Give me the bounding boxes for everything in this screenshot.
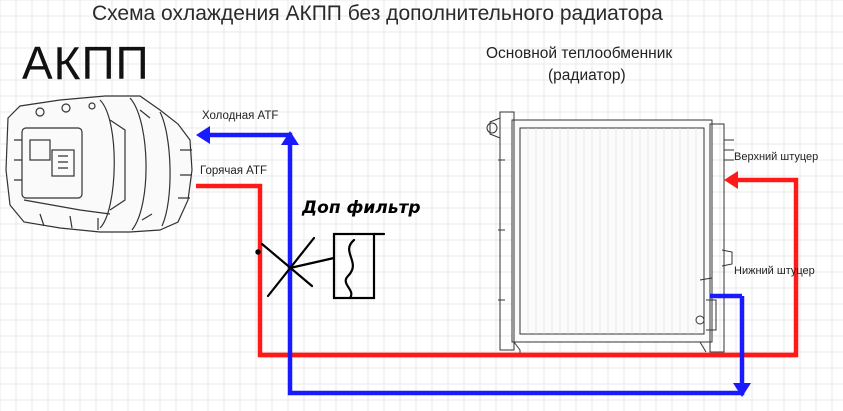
cold-atf-label: Холодная ATF [202, 110, 279, 122]
diagram-title: Схема охлаждения АКПП без дополнительног… [92, 2, 663, 25]
upper-fitting-label: Верхний штуцер [734, 151, 819, 163]
radiator-title-line2: (радиатор) [548, 67, 626, 84]
lower-fitting-label: Нижний штуцер [734, 265, 815, 277]
transmission-label: АКПП [22, 37, 150, 89]
cold-line-arrowhead-left [196, 126, 210, 144]
cold-line-arrowhead-down [733, 383, 751, 397]
radiator-title-line1: Основной теплообменник [486, 45, 673, 62]
filter-body [332, 232, 376, 300]
extra-filter-label: Доп фильтр [302, 198, 421, 218]
cold-line-arrowhead-up [281, 131, 299, 145]
cold-atf-line [206, 132, 745, 396]
filter-x-mark [260, 242, 314, 288]
hot-line-arrowhead [724, 171, 738, 189]
hot-atf-label: Горячая ATF [200, 165, 268, 177]
